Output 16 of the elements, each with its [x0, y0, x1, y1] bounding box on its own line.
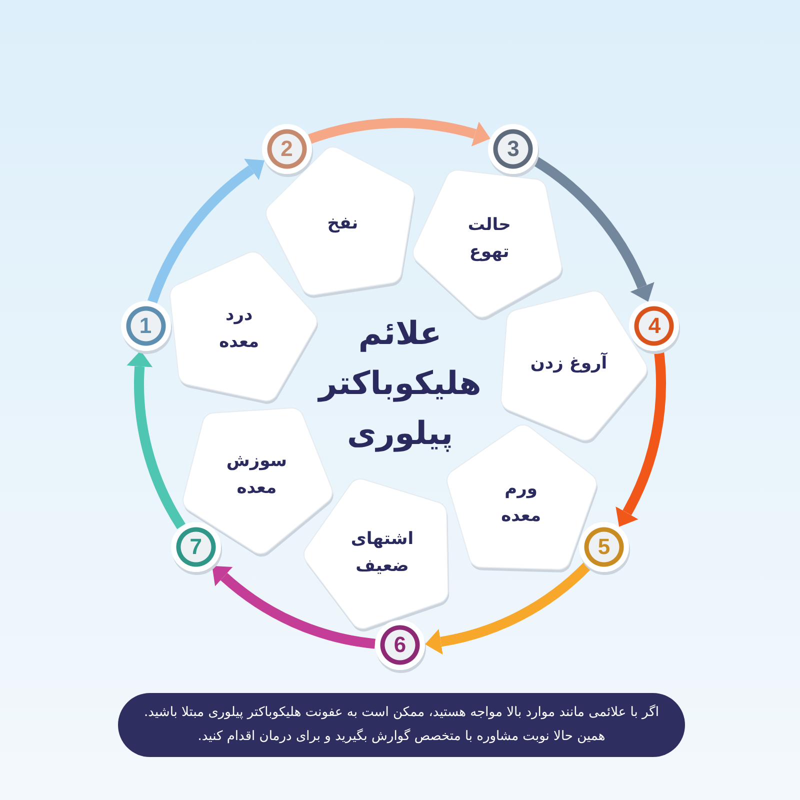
arrow [148, 159, 264, 304]
arrow [425, 562, 591, 654]
number-badge: 3 [488, 124, 538, 174]
note-text: همین حالا نوبت مشاوره با متخصص گوارش بگیرید و برای درمان اقدام کنید. [198, 728, 606, 746]
arrow [211, 566, 376, 649]
number-badge: 5 [579, 522, 630, 572]
arrow [615, 350, 666, 528]
arrow [532, 156, 654, 302]
number-badge: 2 [262, 124, 312, 174]
number-badge: 1 [120, 300, 171, 351]
number-badge: 6 [374, 620, 425, 670]
arrow [308, 118, 491, 147]
note-text: اگر با علائمی مانند موارد بالا مواجه هستید، ممکن است به عفونت هلیکوباکتر پیلوری مبتلا باشید. [144, 704, 659, 722]
number-badge: 4 [629, 300, 680, 351]
arrow [126, 350, 186, 529]
number-badge: 7 [170, 522, 221, 572]
